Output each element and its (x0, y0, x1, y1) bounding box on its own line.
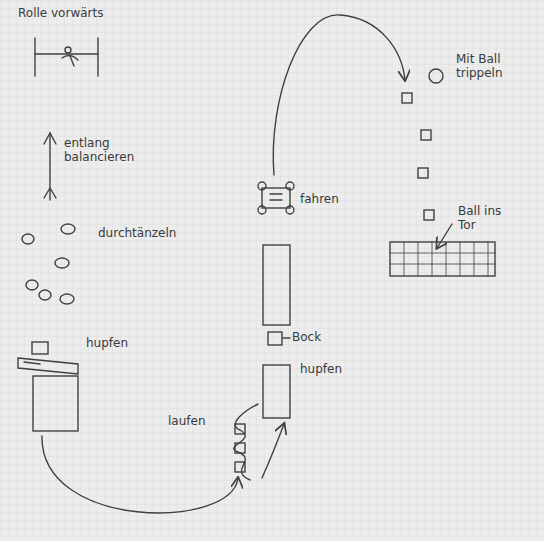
scooter (258, 206, 266, 214)
roll-mat (65, 47, 71, 53)
scooter (258, 182, 266, 190)
jump-block (263, 365, 290, 418)
station-label: Mit Ball trippeln (456, 52, 522, 81)
hoops (55, 258, 69, 268)
scooter (286, 182, 294, 190)
vault-buck (268, 332, 290, 345)
jump-box (33, 376, 78, 431)
dribble-markers (421, 130, 431, 140)
hoops (22, 224, 75, 304)
hoops (60, 294, 74, 304)
roll-mat (62, 55, 78, 66)
scooter (262, 188, 290, 208)
course-arrow (273, 15, 405, 175)
scooter (258, 182, 294, 214)
vault-buck (268, 332, 282, 345)
station-label: fahren (300, 192, 339, 206)
goal (390, 242, 495, 276)
run-squiggle (234, 404, 258, 480)
run-arrow (262, 424, 284, 478)
station-label: hupfen (300, 362, 342, 376)
goal (390, 242, 495, 276)
hoops (22, 234, 34, 244)
jump-box (32, 342, 48, 354)
roll-mat (35, 38, 98, 76)
course-arrow (42, 436, 238, 513)
scooter (270, 194, 282, 200)
hoops (26, 280, 38, 290)
hoops (61, 224, 75, 234)
hoops (39, 290, 51, 300)
station-label: Rolle vorwärts (18, 6, 103, 20)
run-markers (234, 404, 284, 480)
bench (263, 245, 290, 325)
jump-box (24, 362, 40, 364)
balance-arrow (44, 188, 56, 198)
scooter (286, 206, 294, 214)
roll-mat (97, 38, 98, 76)
dribble-markers (402, 93, 434, 220)
dribble-markers (418, 168, 428, 178)
roll-mat (35, 53, 98, 54)
balance-arrow (44, 133, 56, 200)
station-label: Bock (292, 330, 321, 344)
station-label: laufen (168, 414, 206, 428)
roll-mat (34, 38, 35, 76)
leader-arrow (437, 224, 452, 248)
station-label: durchtänzeln (98, 226, 176, 240)
station-label: entlang balancieren (64, 136, 146, 165)
balance-arrow (44, 133, 56, 144)
dribble-markers (402, 93, 412, 103)
course-illustration (18, 15, 495, 513)
jump-box (18, 358, 78, 374)
dribble-markers (424, 210, 434, 220)
vault-buck (283, 337, 290, 338)
station-label: hupfen (86, 336, 128, 350)
station-label: Ball ins Tor (458, 204, 518, 233)
jump-box (18, 342, 78, 431)
goal (390, 242, 495, 276)
ball (429, 69, 443, 83)
